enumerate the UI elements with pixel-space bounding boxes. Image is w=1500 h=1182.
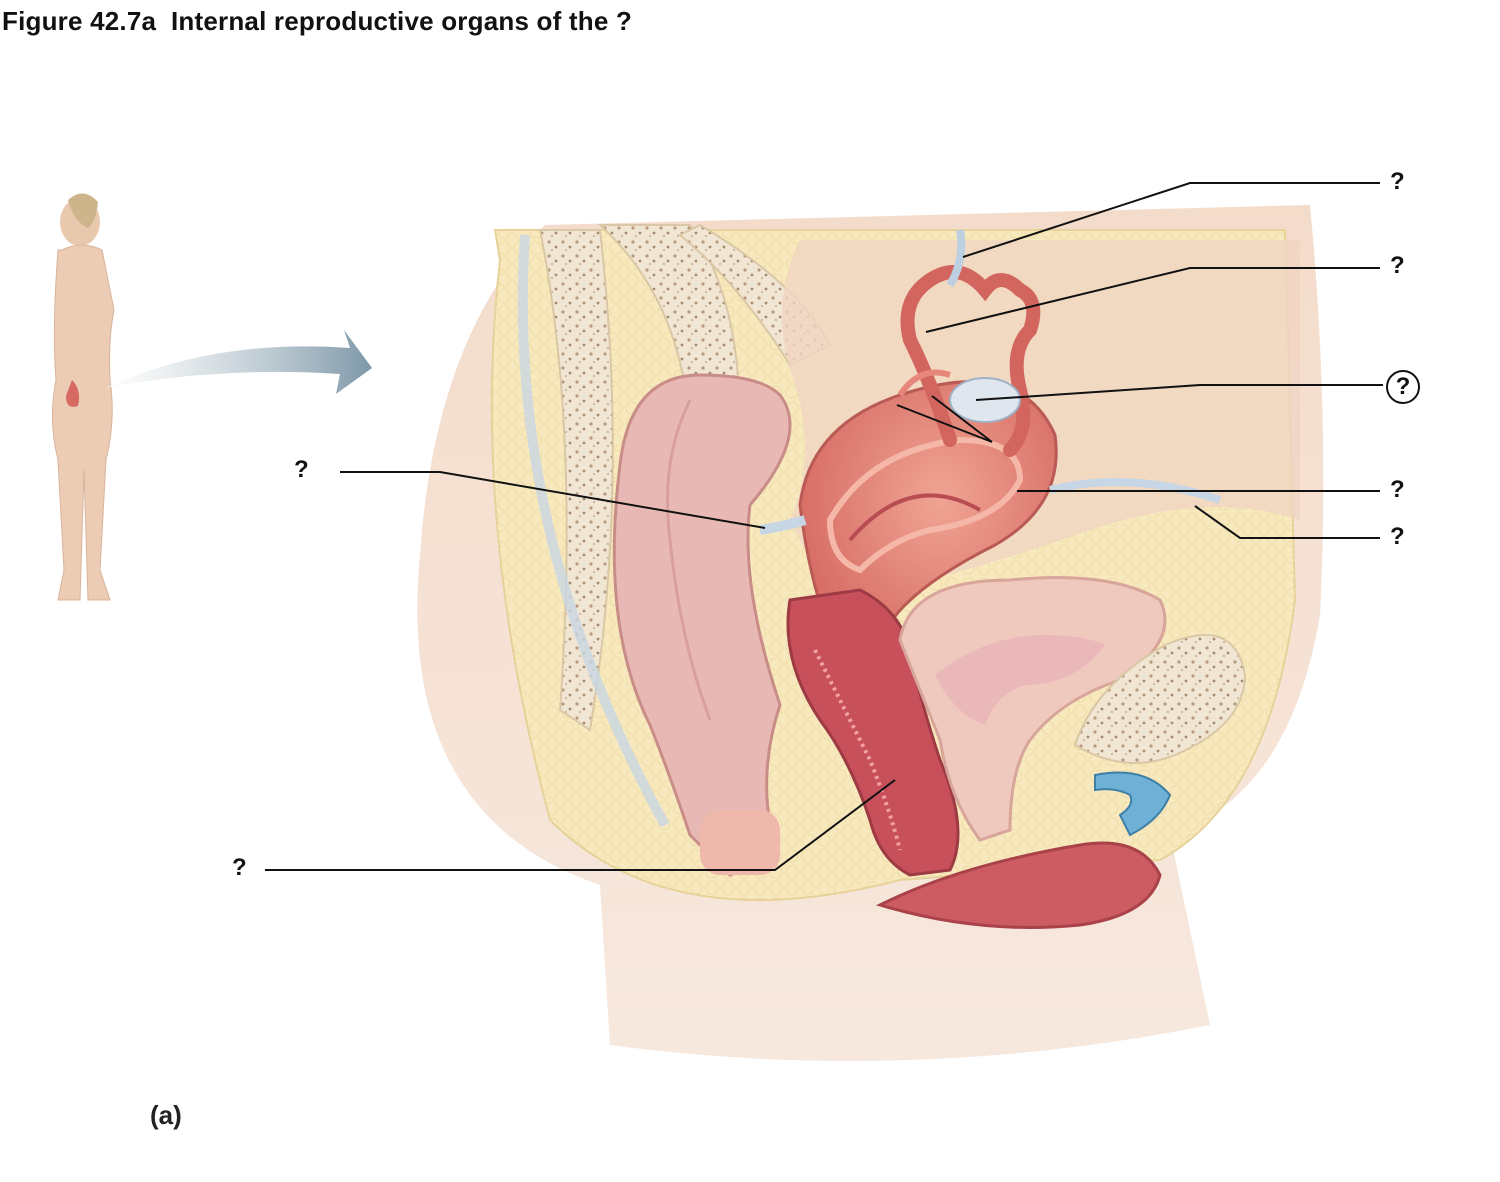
label-uterus: ?	[1390, 476, 1405, 503]
figure-thumbnail	[51, 193, 115, 601]
label-suspensory-ligament: ?	[1390, 168, 1405, 195]
label-round-ligament: ?	[1390, 523, 1405, 550]
leader-ovary	[975, 384, 1383, 401]
leader-top	[962, 182, 1380, 258]
leader-vagina	[265, 779, 896, 871]
label-rectouterine: ?	[294, 456, 309, 483]
suspensory-ligament	[946, 229, 966, 288]
pointer-arrow	[105, 330, 372, 394]
leader-round-ligament	[1194, 505, 1380, 539]
sacrum-bone	[538, 229, 614, 732]
pubic-bone	[1073, 634, 1247, 764]
leader-left	[340, 471, 766, 529]
posterior-ligament	[517, 234, 670, 828]
figure-title: Figure 42.7a Internal reproductive organ…	[2, 6, 632, 36]
panel-label: (a)	[150, 1100, 182, 1130]
leader-lines	[265, 182, 1383, 871]
label-vagina: ?	[232, 854, 247, 881]
label-ovary-circled: ?	[1386, 370, 1420, 404]
round-ligament	[1049, 478, 1222, 504]
rectouterine-ligament	[759, 515, 807, 535]
leader-oviduct	[925, 267, 1380, 333]
leader-fimbriae-b	[931, 395, 993, 443]
vulva	[875, 841, 1162, 929]
anal-sphincter	[700, 810, 780, 875]
pubic-cartilage	[1094, 771, 1172, 837]
oviduct	[900, 265, 1041, 457]
label-oviduct: ?	[1390, 252, 1405, 279]
leader-fimbriae-a	[896, 404, 993, 443]
